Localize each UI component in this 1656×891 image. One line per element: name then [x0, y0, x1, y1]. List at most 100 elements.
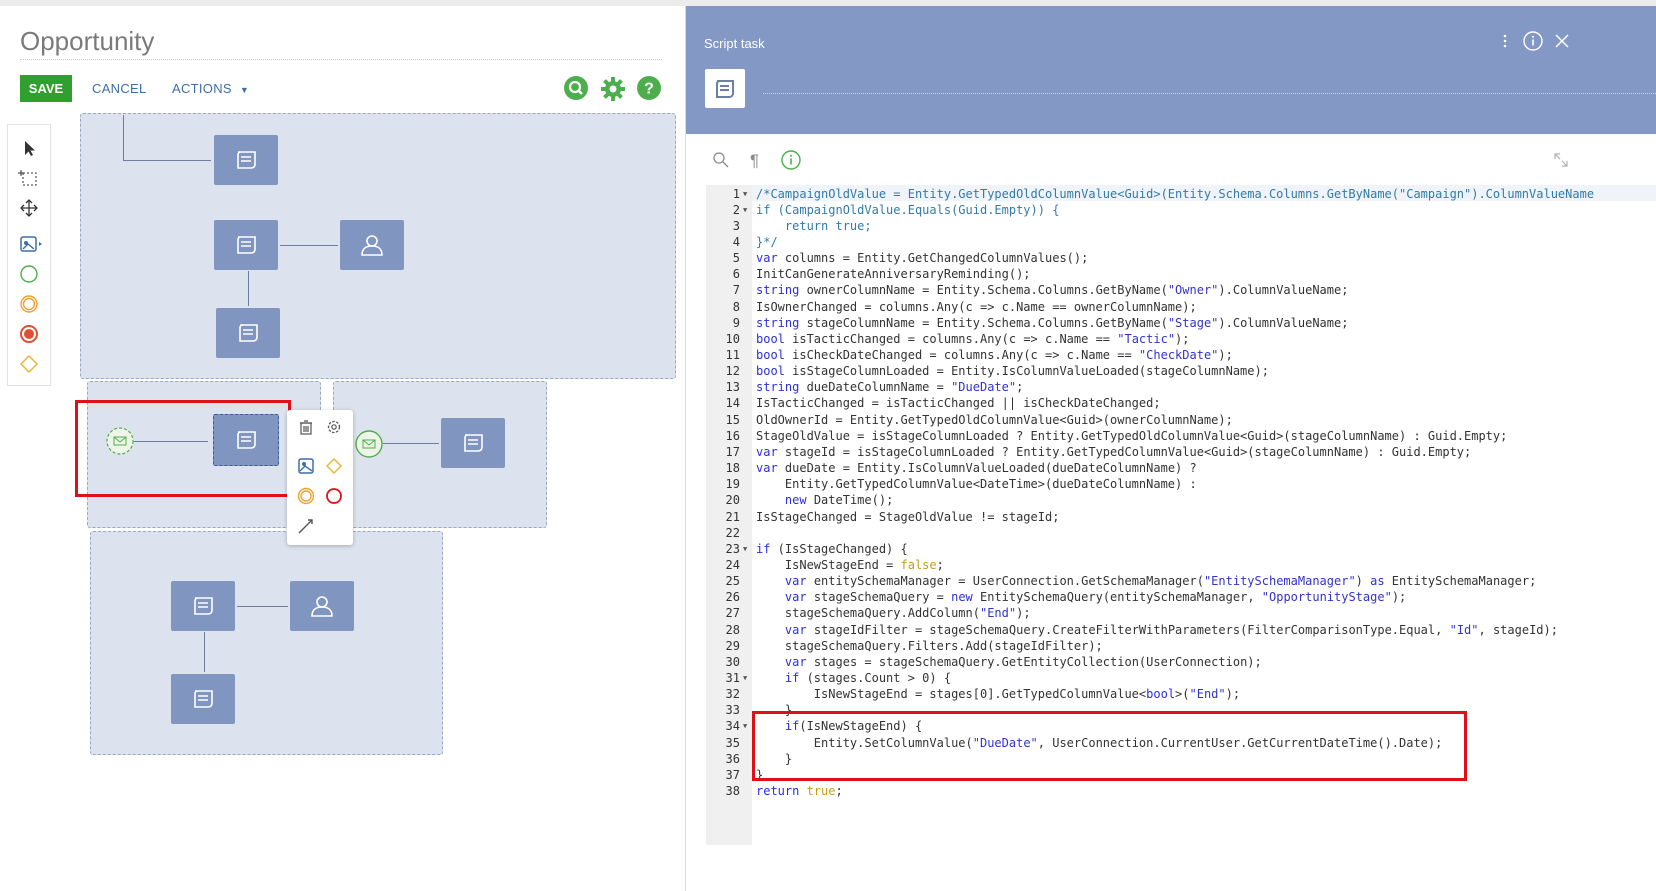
search-icon[interactable] [564, 76, 588, 100]
line-number: 35 [725, 735, 740, 750]
line-number: 17 [725, 444, 740, 459]
connector-line[interactable] [134, 441, 208, 442]
end-event-icon[interactable] [325, 487, 343, 505]
script-task[interactable] [214, 135, 278, 185]
info-icon[interactable] [780, 149, 802, 171]
search-icon[interactable] [712, 151, 730, 169]
message-start-event[interactable] [355, 430, 383, 458]
script-task[interactable] [214, 220, 278, 270]
user-task[interactable] [290, 581, 354, 631]
lane-middle-left[interactable] [87, 381, 321, 528]
script-task-icon [194, 690, 213, 708]
element-name-field[interactable] [763, 93, 1656, 94]
code-line: var dueDate = Entity.IsColumnValueLoaded… [756, 460, 1197, 476]
code-line: var entitySchemaManager = UserConnection… [756, 573, 1536, 589]
pilcrow-icon[interactable]: ¶ [747, 150, 765, 170]
resize-icon[interactable] [18, 197, 40, 219]
line-number: 16 [725, 428, 740, 443]
code-token [799, 784, 806, 798]
line-number: 10 [725, 331, 740, 346]
code-line: IsTacticChanged = isTacticChanged || isC… [756, 395, 1161, 411]
code-line: return true; [756, 218, 872, 234]
pointer-icon[interactable] [18, 137, 40, 159]
user-task[interactable] [340, 220, 404, 270]
close-icon[interactable] [1553, 32, 1571, 50]
code-token: string [756, 315, 800, 330]
element-context-menu [287, 410, 353, 545]
code-token: stageColumnName = Entity.Schema.Columns.… [799, 315, 1168, 330]
selected-script-task[interactable] [213, 414, 279, 466]
code-line: Entity.SetColumnValue("DueDate", UserCon… [756, 735, 1443, 751]
element-palette [7, 124, 51, 386]
script-task[interactable] [441, 418, 505, 468]
script-task-icon [194, 597, 213, 615]
lane-bottom[interactable] [90, 531, 443, 755]
lane-middle-right[interactable] [333, 381, 547, 528]
subprocess-icon[interactable] [297, 457, 315, 475]
line-number: 27 [725, 606, 740, 621]
code-token: bool [756, 348, 785, 362]
end-event-icon[interactable] [18, 323, 40, 345]
gateway-icon[interactable] [325, 457, 343, 475]
code-line: string ownerColumnName = Entity.Schema.C… [756, 282, 1348, 298]
connector-line[interactable] [383, 443, 439, 444]
connector-line[interactable] [123, 160, 211, 161]
settings-icon[interactable] [325, 418, 343, 436]
line-number: 38 [725, 784, 740, 799]
fold-toggle-icon[interactable]: ▼ [743, 674, 748, 682]
connector-icon[interactable] [297, 517, 315, 535]
cancel-button[interactable]: CANCEL [92, 81, 147, 96]
actions-button[interactable]: ACTIONS ▼ [172, 81, 249, 96]
connector-line[interactable] [204, 632, 205, 672]
code-token: "OpportunityStage" [1261, 590, 1392, 605]
fold-toggle-icon[interactable]: ▼ [743, 544, 748, 553]
fold-toggle-icon[interactable]: ▼ [743, 189, 748, 198]
expand-icon[interactable] [1552, 151, 1570, 169]
message-start-event[interactable] [106, 427, 134, 455]
connector-line[interactable] [123, 115, 124, 160]
code-token [756, 655, 785, 669]
code-token [756, 590, 785, 604]
code-token: IsOwnerChanged = columns.Any(c => c.Name… [756, 299, 1197, 314]
line-number: 30 [725, 654, 740, 669]
script-task[interactable] [171, 581, 235, 631]
save-button[interactable]: SAVE [20, 75, 72, 102]
panel-divider [685, 6, 686, 891]
script-task-icon [464, 434, 483, 452]
script-task[interactable] [171, 674, 235, 724]
code-token: ownerColumnName = Entity.Schema.Columns.… [799, 283, 1168, 298]
code-token: columns = Entity.GetChangedColumnValues(… [777, 251, 1089, 266]
user-icon [311, 596, 333, 617]
gateway-icon[interactable] [18, 353, 40, 375]
kebab-icon[interactable] [1498, 32, 1512, 50]
code-token: if [756, 541, 771, 556]
svg-text:?: ? [644, 81, 654, 98]
code-token: var [784, 622, 807, 637]
fold-toggle-icon[interactable]: ▼ [743, 722, 748, 731]
code-token: isCheckDateChanged = columns.Any(c => c.… [784, 348, 1139, 362]
intermediate-event-icon[interactable] [297, 487, 315, 505]
script-task[interactable] [216, 308, 280, 358]
code-line: Entity.GetTypedColumnValue<DateTime>(due… [756, 476, 1197, 492]
help-icon[interactable]: ? [637, 76, 661, 100]
info-icon[interactable] [1523, 31, 1543, 51]
code-token: var [756, 444, 778, 459]
connector-line[interactable] [248, 271, 249, 306]
start-event-icon[interactable] [18, 263, 40, 285]
code-token: } [756, 703, 793, 718]
connector-line[interactable] [237, 606, 288, 607]
intermediate-event-icon[interactable] [18, 293, 40, 315]
connector-line[interactable] [280, 245, 338, 246]
code-token: ; [936, 557, 944, 572]
trash-icon[interactable] [297, 418, 315, 436]
marquee-icon[interactable] [18, 167, 40, 189]
line-number: 7 [732, 283, 740, 298]
subprocess-icon[interactable] [18, 233, 42, 255]
code-token: ); [1016, 606, 1031, 621]
code-token [756, 623, 785, 637]
line-number: 23 [725, 541, 740, 556]
gear-icon[interactable] [600, 76, 625, 101]
fold-toggle-icon[interactable]: ▼ [743, 205, 748, 214]
line-number: 8 [732, 299, 740, 314]
